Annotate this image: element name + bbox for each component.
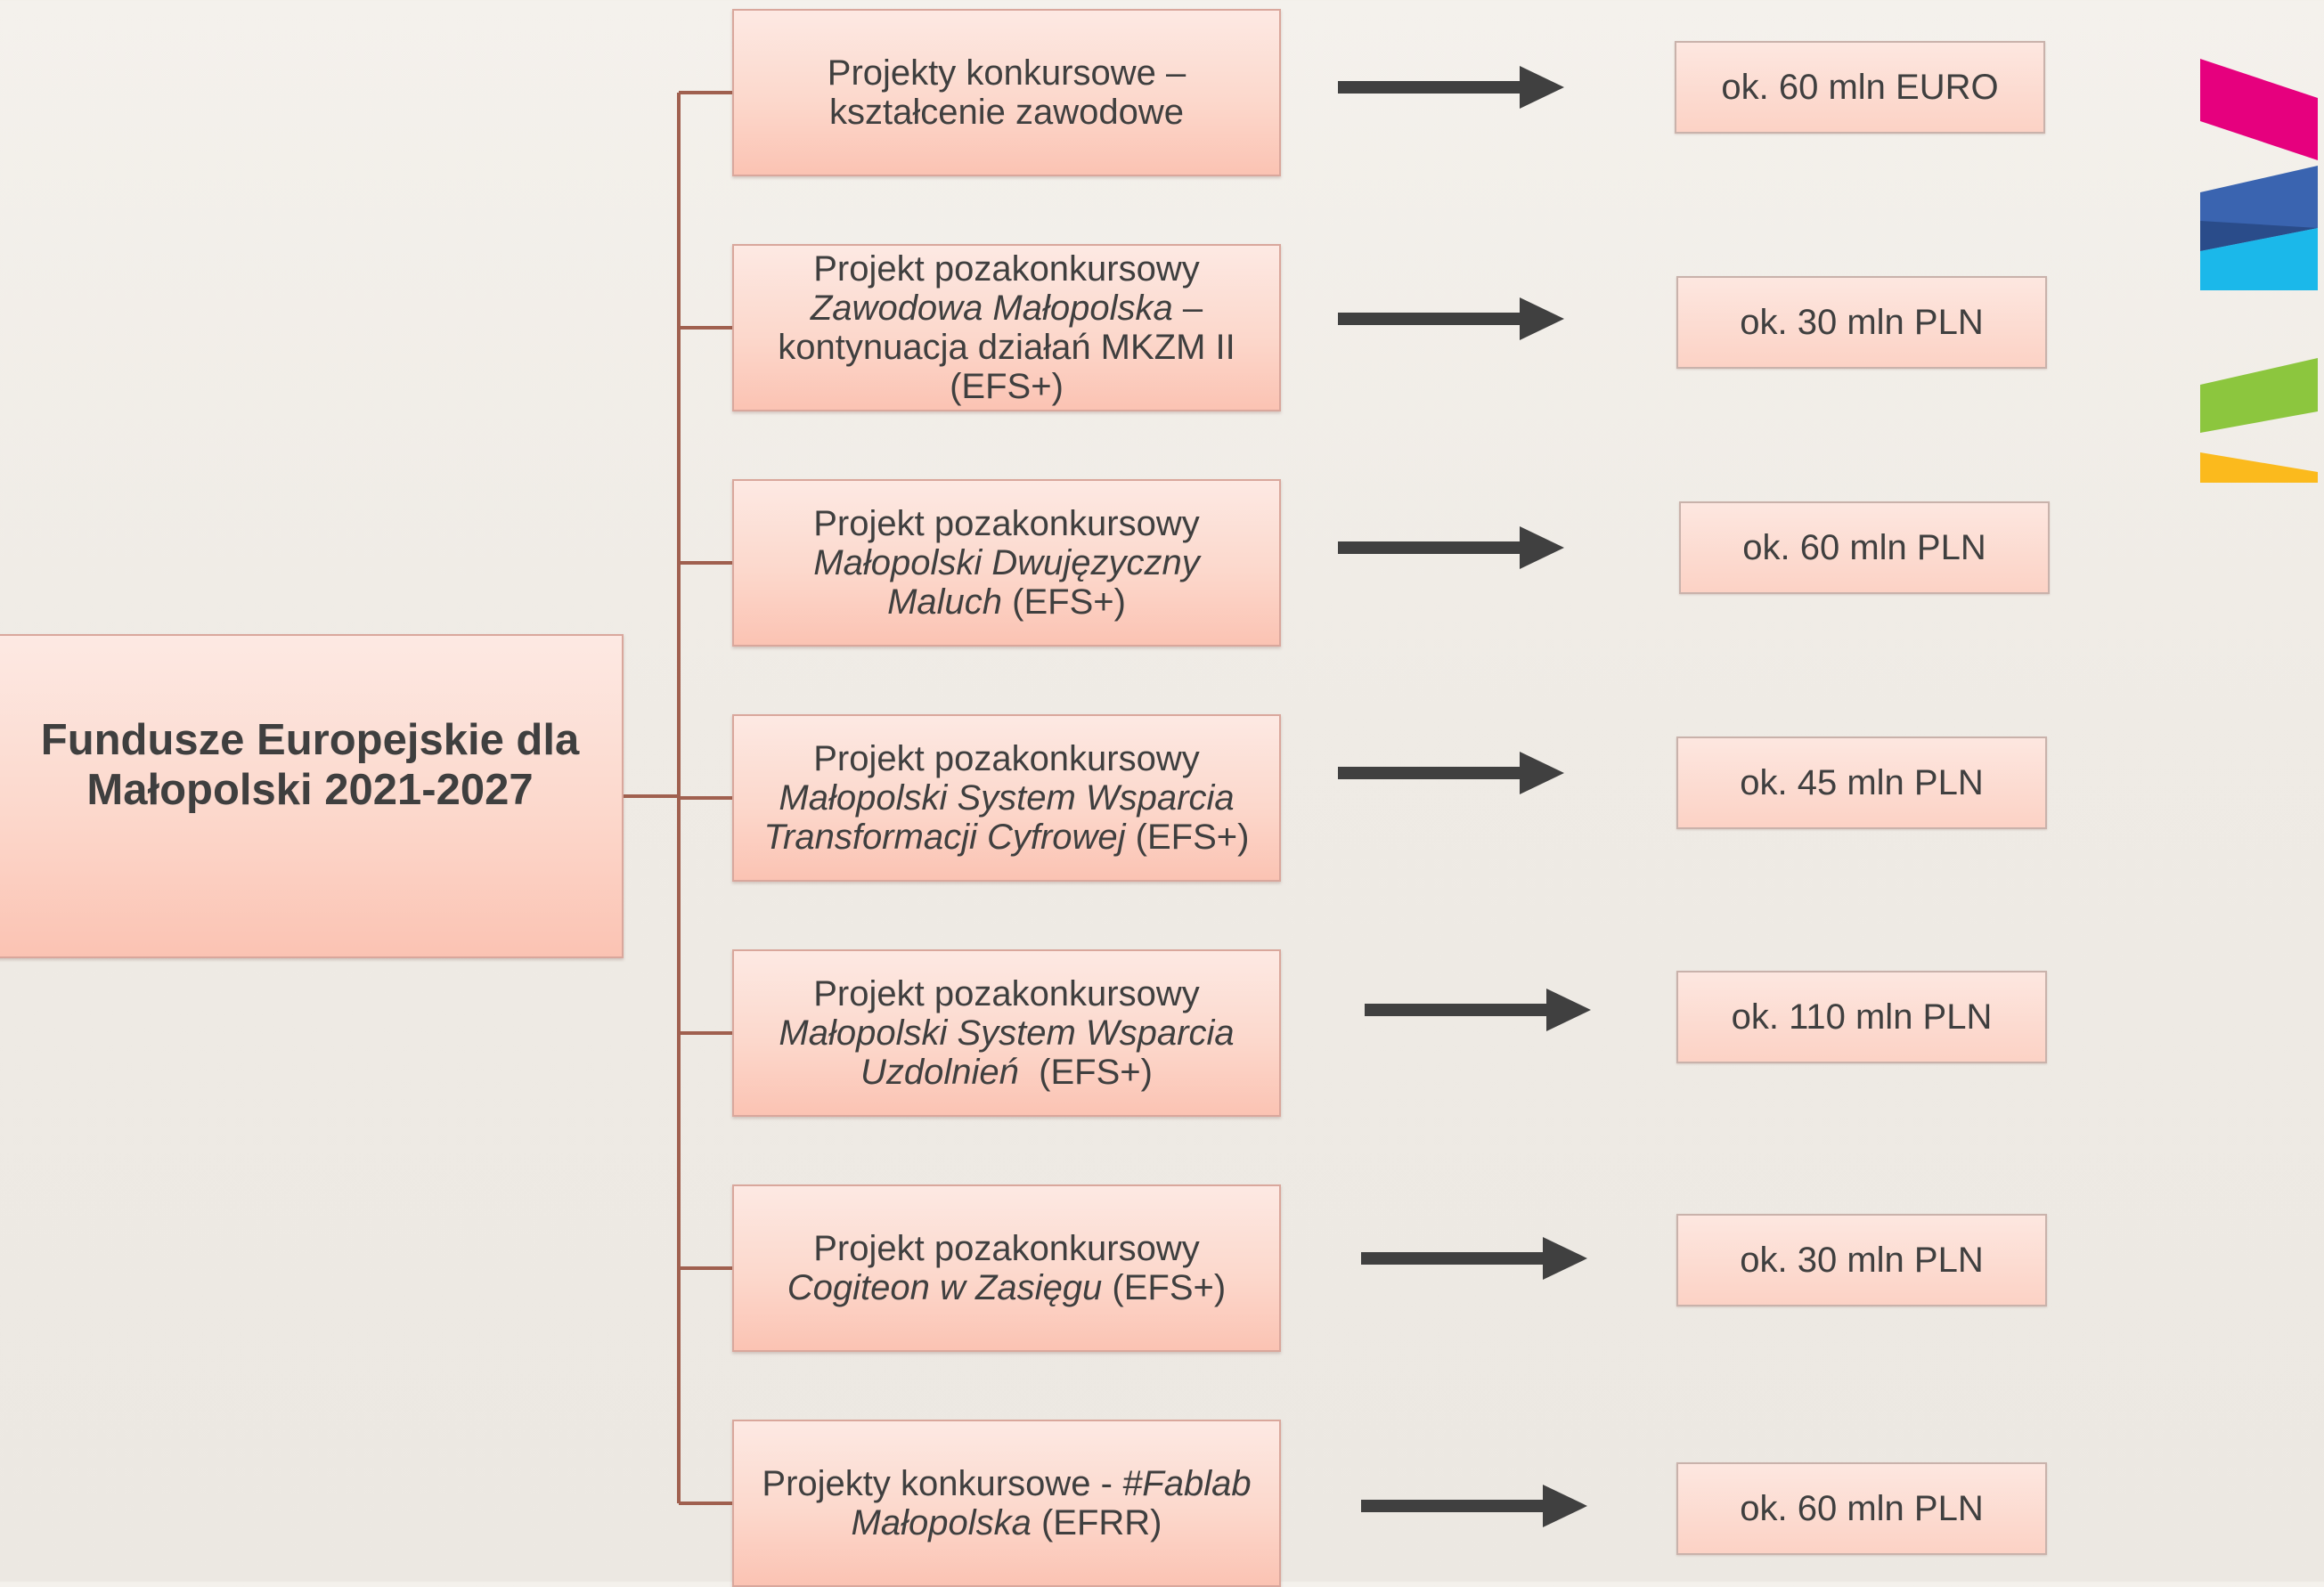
project-label-line: Małopolski System Wsparcia	[779, 1013, 1234, 1053]
arrow-shaft	[1365, 1004, 1546, 1016]
arrow-shaft	[1361, 1500, 1543, 1512]
right-arrow-icon	[1338, 526, 1564, 569]
right-arrow-icon	[1338, 66, 1564, 109]
project-label-line: Projekty konkursowe –	[828, 53, 1186, 93]
project-label-line: Zawodowa Małopolska –	[778, 289, 1235, 328]
logo-yellow-stripe	[2200, 452, 2318, 483]
project-label-text: Projekty konkursowe –	[827, 53, 1186, 93]
logo-navy-stripe	[2200, 221, 2318, 251]
arrow-shaft	[1338, 767, 1520, 779]
project-node: Projekty konkursowe –kształcenie zawodow…	[732, 9, 1281, 176]
project-label-line: Projekt pozakonkursowy	[778, 249, 1235, 289]
project-label-line: Projekt pozakonkursowy	[787, 1229, 1226, 1268]
project-label-line: Projekt pozakonkursowy	[779, 974, 1234, 1013]
right-arrow-icon	[1365, 989, 1591, 1031]
project-label-text: Projekt pozakonkursowy	[813, 504, 1200, 543]
arrow-head	[1520, 297, 1564, 340]
root-node: Fundusze Europejskie dla Małopolski 2021…	[0, 634, 624, 958]
project-label-line: Maluch (EFS+)	[813, 582, 1200, 622]
project-label-text: Projekty konkursowe -	[762, 1464, 1123, 1503]
project-label-text: –	[1172, 289, 1203, 328]
funding-value: ok. 45 mln PLN	[1676, 737, 2047, 829]
funding-value: ok. 60 mln EURO	[1675, 41, 2045, 134]
arrow-head	[1543, 1237, 1587, 1280]
logo-green-stripe	[2200, 358, 2318, 433]
root-title-line1: Fundusze Europejskie dla	[40, 716, 580, 764]
project-label-line: Małopolski Dwujęzyczny	[813, 543, 1200, 582]
project-label-line: Projekt pozakonkursowy	[813, 504, 1200, 543]
right-arrow-icon	[1338, 752, 1564, 794]
root-title-line2: Małopolski 2021-2027	[86, 766, 534, 814]
project-label-text: kształcenie zawodowe	[829, 93, 1184, 132]
right-arrow-icon	[1361, 1237, 1587, 1280]
root-title: Fundusze Europejskie dla Małopolski 2021…	[41, 715, 579, 815]
arrow-head	[1543, 1485, 1587, 1527]
arrow-shaft	[1338, 313, 1520, 325]
project-label-line: Projekt pozakonkursowy	[764, 739, 1250, 778]
project-label-line: (EFS+)	[778, 367, 1235, 406]
arrow-head	[1520, 66, 1564, 109]
project-label-text: Projekt pozakonkursowy	[813, 974, 1200, 1013]
funding-value: ok. 60 mln PLN	[1679, 501, 2050, 594]
funding-value: ok. 110 mln PLN	[1676, 971, 2047, 1063]
project-label-text: kontynuacja działań MKZM II	[778, 328, 1235, 367]
project-label-italic: Transformacji Cyfrowej	[763, 818, 1126, 857]
project-label: Projekty konkursowe –kształcenie zawodow…	[828, 53, 1186, 132]
project-label-line: Małopolska (EFRR)	[762, 1503, 1251, 1542]
project-label-italic: Małopolska	[851, 1503, 1032, 1542]
project-label-text: (EFS+)	[1002, 582, 1126, 622]
logo-cyan-stripe	[2200, 228, 2318, 290]
project-label-text: (EFS+)	[1102, 1268, 1227, 1307]
project-label-text: (EFS+)	[1018, 1053, 1153, 1092]
project-label-line: kształcenie zawodowe	[828, 93, 1186, 132]
project-label-text: Projekt pozakonkursowy	[813, 249, 1200, 289]
project-label-italic: Małopolski Dwujęzyczny	[813, 543, 1200, 582]
project-label-italic: #Fablab	[1122, 1464, 1252, 1503]
project-label-text: (EFS+)	[1125, 818, 1250, 857]
project-label-text: (EFRR)	[1031, 1503, 1162, 1542]
arrow-shaft	[1338, 81, 1520, 94]
arrow-head	[1520, 752, 1564, 794]
right-arrow-icon	[1338, 297, 1564, 340]
project-label-italic: Zawodowa Małopolska	[810, 289, 1173, 328]
project-label-line: Cogiteon w Zasięgu (EFS+)	[787, 1268, 1226, 1307]
funding-value: ok. 60 mln PLN	[1676, 1462, 2047, 1555]
project-label-italic: Uzdolnień	[860, 1053, 1019, 1092]
project-label-italic: Małopolski System Wsparcia	[779, 1013, 1235, 1053]
project-label-italic: Maluch	[887, 582, 1003, 622]
project-label-text: (EFS+)	[950, 367, 1064, 406]
project-label-italic: Cogiteon w Zasięgu	[787, 1268, 1103, 1307]
project-label-italic: Małopolski System Wsparcia	[779, 778, 1235, 818]
funding-value: ok. 30 mln PLN	[1676, 276, 2047, 369]
project-label-line: Małopolski System Wsparcia	[764, 778, 1250, 818]
logo-magenta-stripe	[2200, 59, 2318, 160]
right-arrow-icon	[1361, 1485, 1587, 1527]
project-label-line: kontynuacja działań MKZM II	[778, 328, 1235, 367]
project-label-text: Projekt pozakonkursowy	[813, 739, 1200, 778]
project-label-line: Projekty konkursowe - #Fablab	[762, 1464, 1251, 1503]
arrow-shaft	[1338, 541, 1520, 554]
arrow-head	[1520, 526, 1564, 569]
project-label-text: Projekt pozakonkursowy	[813, 1229, 1200, 1268]
funding-value: ok. 30 mln PLN	[1676, 1214, 2047, 1306]
project-label-line: Transformacji Cyfrowej (EFS+)	[764, 818, 1250, 857]
project-label-line: Uzdolnień (EFS+)	[779, 1053, 1234, 1092]
arrow-shaft	[1361, 1252, 1543, 1265]
arrow-head	[1546, 989, 1591, 1031]
